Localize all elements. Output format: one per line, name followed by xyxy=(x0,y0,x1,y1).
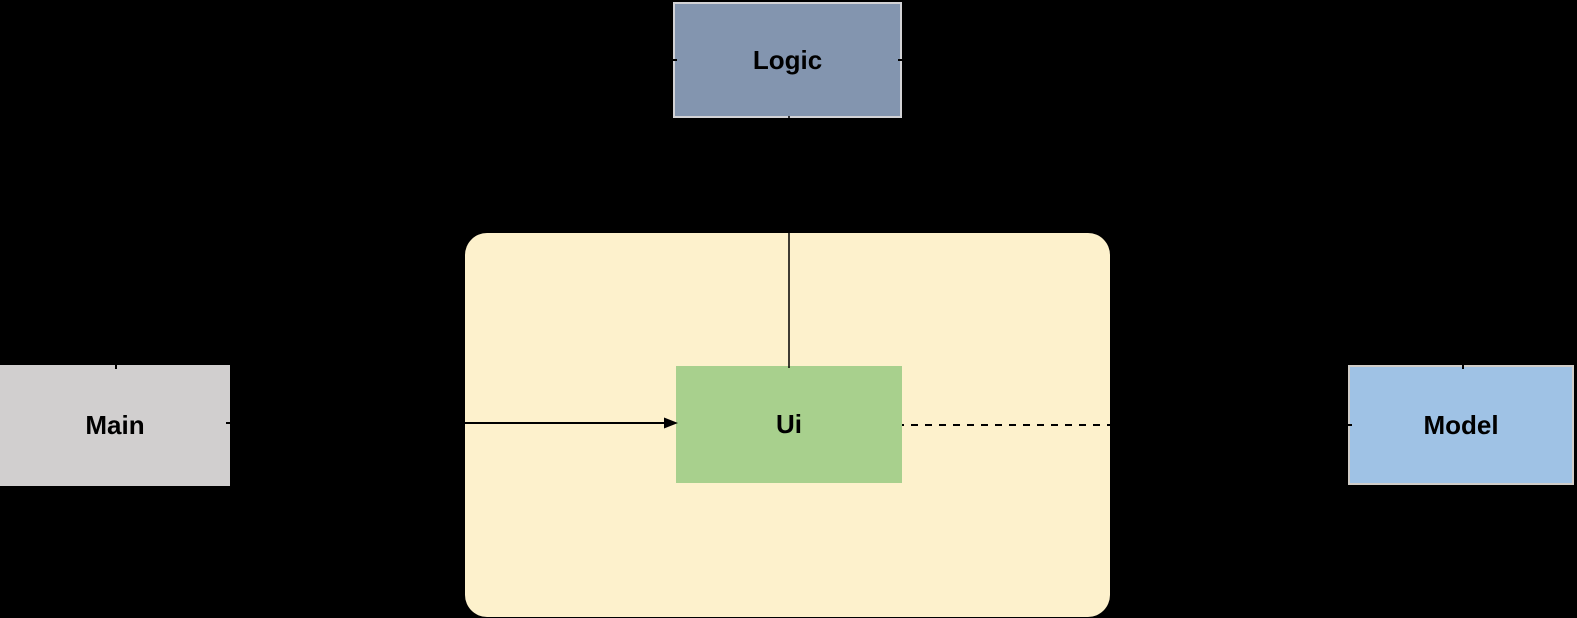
node-model-label: Model xyxy=(1423,409,1499,440)
node-ui-label: Ui xyxy=(776,409,802,439)
node-main-label: Main xyxy=(85,410,145,440)
node-ui[interactable]: Ui xyxy=(676,366,902,483)
node-main[interactable]: Main xyxy=(0,365,230,486)
node-model[interactable]: Model xyxy=(1348,365,1574,485)
node-logic-label: Logic xyxy=(752,44,823,75)
node-logic[interactable]: Logic xyxy=(673,2,902,118)
